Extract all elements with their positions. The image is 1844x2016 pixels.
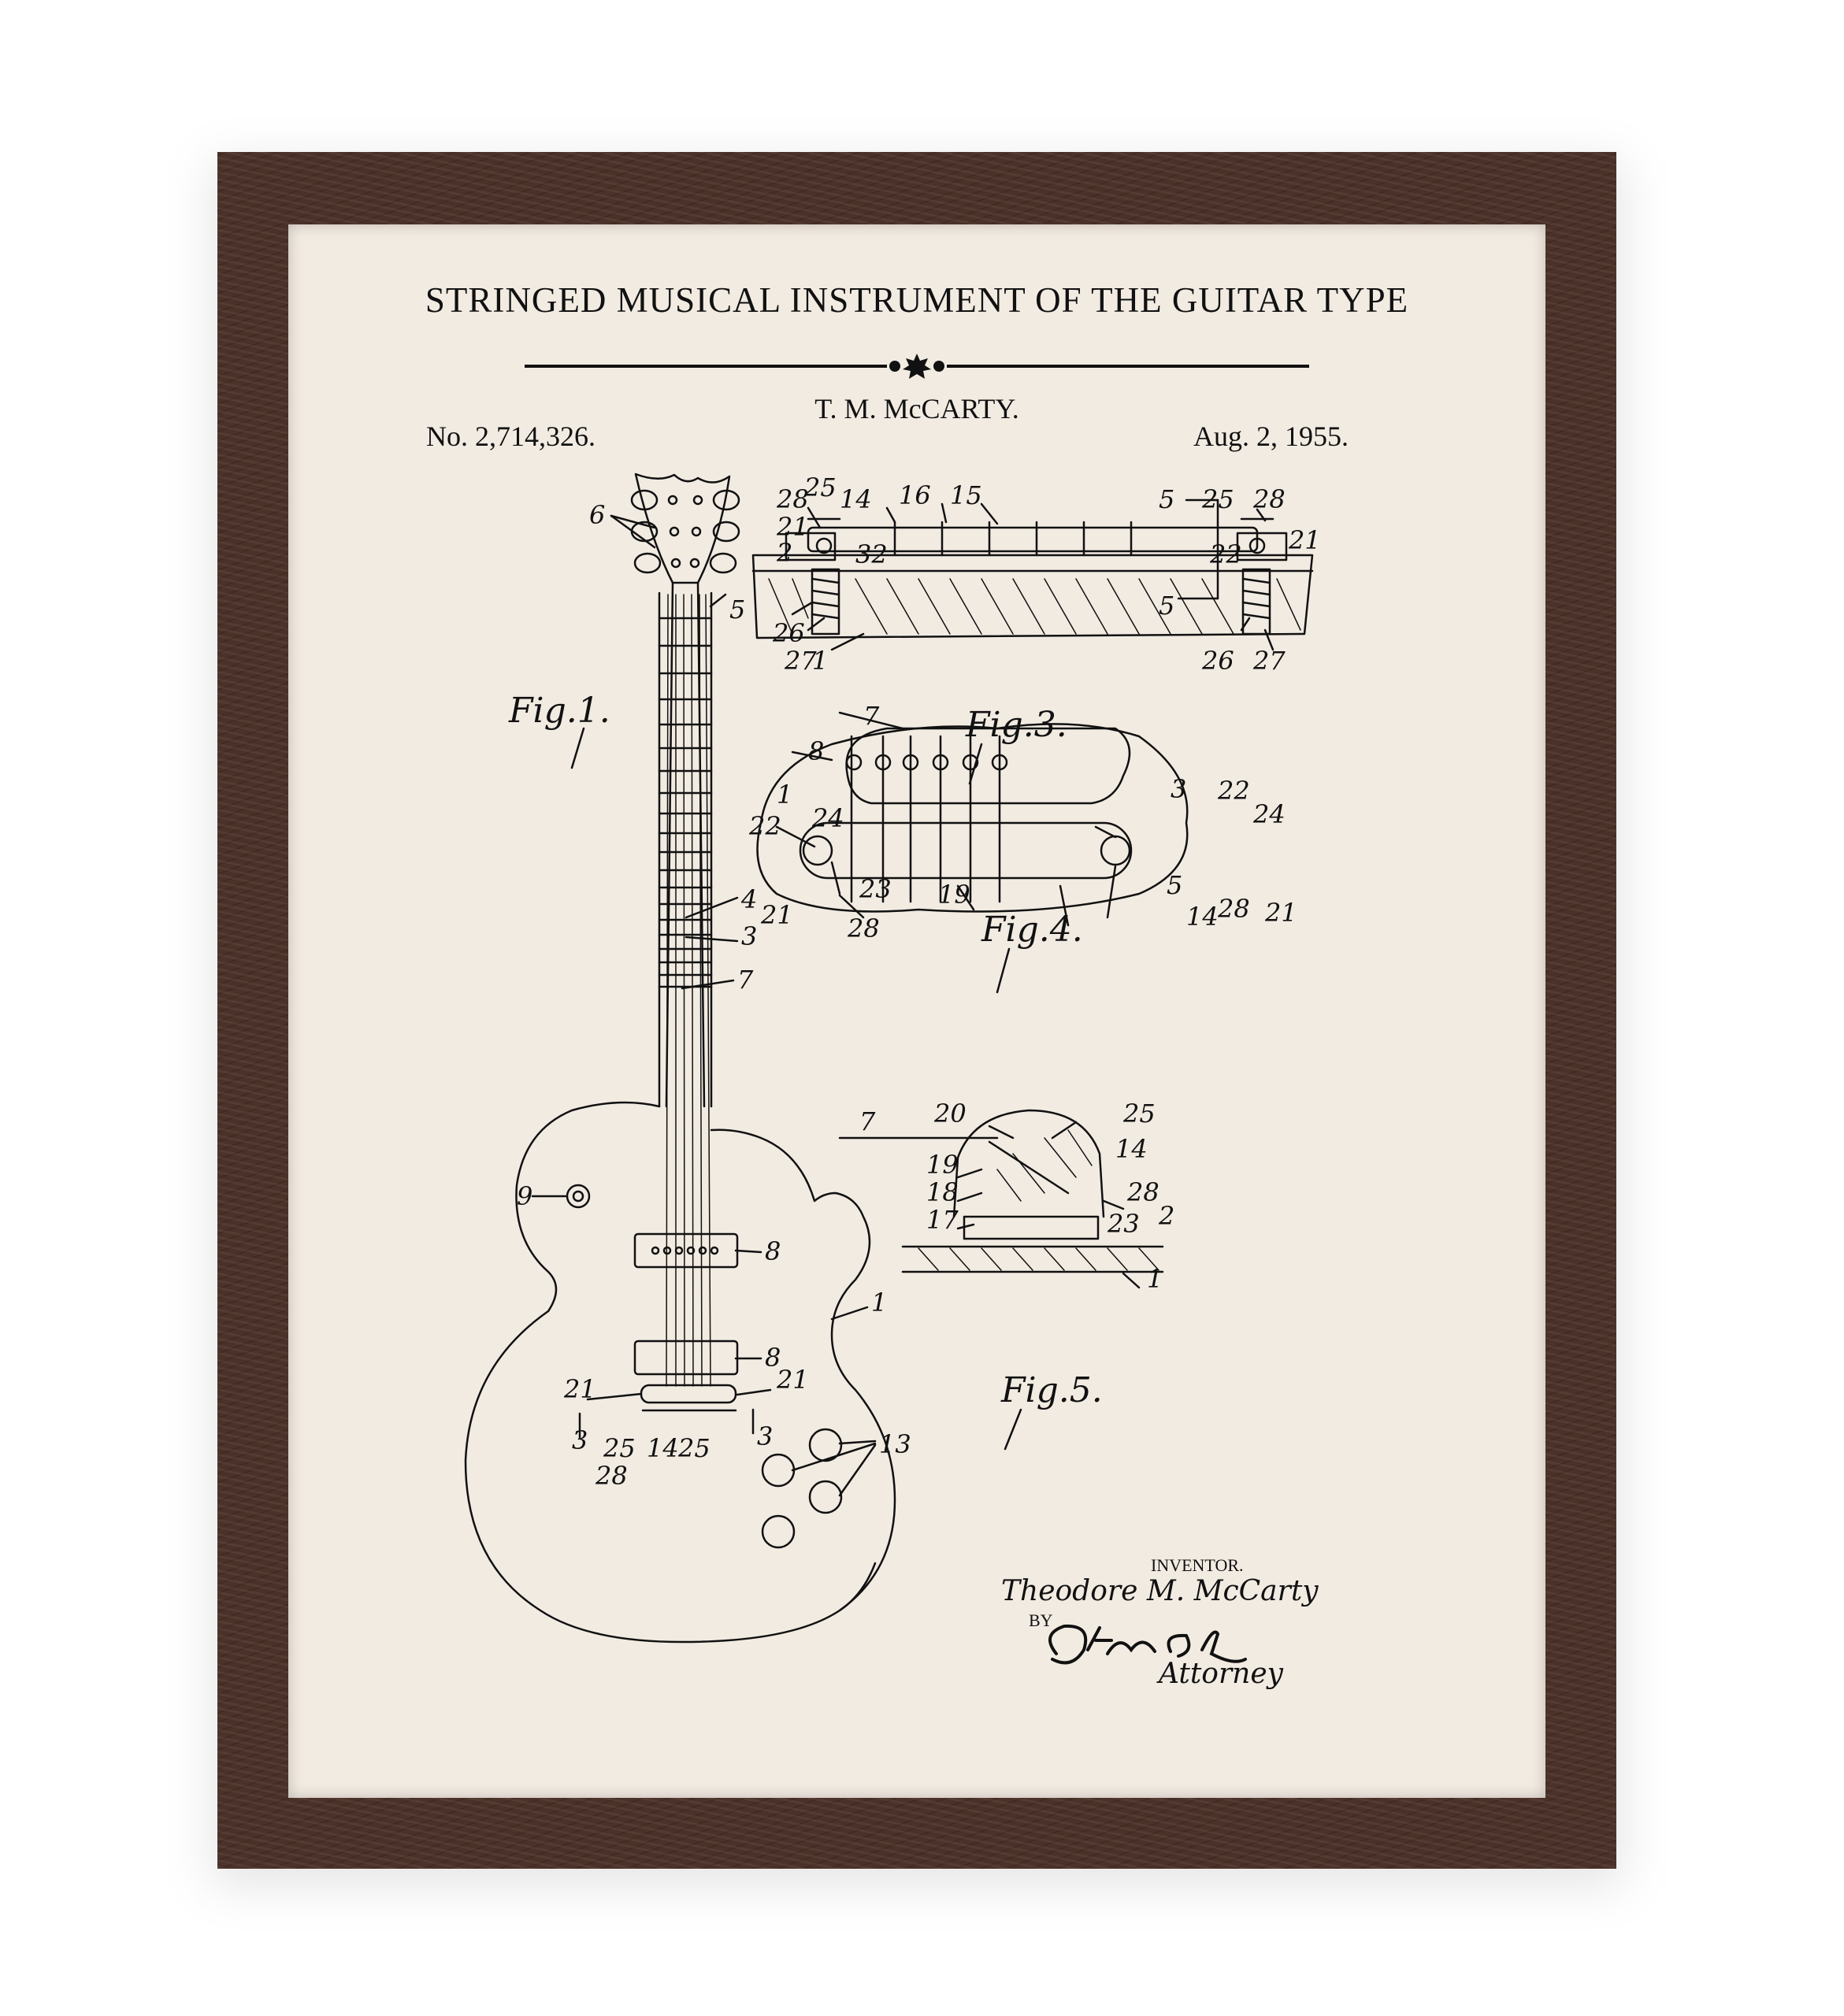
svg-text:28: 28 bbox=[595, 1461, 628, 1491]
svg-text:21: 21 bbox=[1264, 898, 1297, 928]
svg-text:19: 19 bbox=[938, 880, 970, 910]
svg-text:5: 5 bbox=[1167, 870, 1182, 900]
svg-text:23: 23 bbox=[859, 874, 892, 904]
svg-text:1: 1 bbox=[1147, 1264, 1163, 1294]
patent-drawing: Fig.1. Fig.3. Fig.4. Fig.5. 6 5 4 3 7 9 … bbox=[288, 224, 1545, 1798]
svg-text:21: 21 bbox=[563, 1374, 596, 1404]
svg-text:25: 25 bbox=[677, 1433, 711, 1463]
svg-text:19: 19 bbox=[926, 1150, 959, 1180]
svg-text:18: 18 bbox=[926, 1177, 959, 1207]
svg-text:14: 14 bbox=[647, 1433, 679, 1463]
svg-text:32: 32 bbox=[855, 539, 888, 569]
svg-text:14: 14 bbox=[1186, 902, 1219, 932]
svg-text:5: 5 bbox=[1159, 484, 1174, 514]
svg-text:21: 21 bbox=[760, 900, 793, 930]
svg-text:15: 15 bbox=[950, 480, 982, 510]
svg-text:23: 23 bbox=[1107, 1209, 1140, 1239]
fig5-label: Fig.5. bbox=[1000, 1370, 1103, 1410]
svg-text:17: 17 bbox=[926, 1205, 959, 1235]
svg-text:13: 13 bbox=[879, 1429, 911, 1459]
svg-text:26: 26 bbox=[1201, 646, 1234, 676]
svg-text:14: 14 bbox=[1115, 1134, 1148, 1164]
svg-text:28: 28 bbox=[847, 914, 880, 943]
svg-text:28: 28 bbox=[1252, 484, 1286, 514]
guitar-outline bbox=[466, 474, 895, 1642]
poster-mat: STRINGED MUSICAL INSTRUMENT OF THE GUITA… bbox=[288, 224, 1545, 1798]
svg-text:3: 3 bbox=[741, 921, 757, 951]
svg-text:9: 9 bbox=[517, 1181, 532, 1211]
attorney-caption: Attorney bbox=[1156, 1658, 1284, 1690]
svg-text:25: 25 bbox=[603, 1433, 636, 1463]
picture-frame: STRINGED MUSICAL INSTRUMENT OF THE GUITA… bbox=[217, 152, 1616, 1869]
svg-text:14: 14 bbox=[840, 484, 872, 514]
svg-text:16: 16 bbox=[899, 480, 931, 510]
inventor-signature-name: Theodore M. McCarty bbox=[1001, 1575, 1319, 1607]
svg-text:4: 4 bbox=[740, 884, 757, 914]
svg-text:1: 1 bbox=[777, 780, 792, 810]
svg-text:24: 24 bbox=[1252, 799, 1286, 829]
svg-text:7: 7 bbox=[737, 965, 754, 995]
svg-text:25: 25 bbox=[1201, 484, 1234, 514]
fig3-label: Fig.3. bbox=[965, 705, 1067, 745]
svg-text:3: 3 bbox=[1171, 774, 1186, 804]
svg-text:20: 20 bbox=[933, 1099, 967, 1128]
svg-text:2: 2 bbox=[776, 538, 792, 568]
fig1-label: Fig.1. bbox=[508, 691, 610, 731]
by-caption: BY bbox=[1029, 1610, 1053, 1630]
svg-text:25: 25 bbox=[1122, 1099, 1156, 1128]
svg-text:25: 25 bbox=[803, 472, 837, 502]
svg-text:27: 27 bbox=[1252, 646, 1286, 676]
svg-text:5: 5 bbox=[1159, 591, 1174, 621]
svg-text:24: 24 bbox=[811, 803, 844, 833]
svg-text:1: 1 bbox=[812, 646, 828, 676]
fig5-side-section bbox=[840, 1110, 1163, 1288]
svg-text:22: 22 bbox=[1209, 539, 1242, 569]
svg-text:28: 28 bbox=[1217, 894, 1250, 924]
svg-text:22: 22 bbox=[748, 811, 781, 841]
svg-text:22: 22 bbox=[1217, 776, 1250, 806]
svg-text:21: 21 bbox=[776, 1365, 809, 1395]
svg-text:5: 5 bbox=[729, 595, 745, 624]
svg-text:2: 2 bbox=[1158, 1201, 1174, 1231]
fig4-label: Fig.4. bbox=[981, 910, 1083, 950]
reference-numerals: 6 5 4 3 7 9 8 8 1 21 21 3 3 25 14 25 28 … bbox=[517, 472, 1321, 1491]
svg-text:1: 1 bbox=[871, 1288, 887, 1317]
svg-text:26: 26 bbox=[772, 618, 805, 648]
svg-text:21: 21 bbox=[1288, 525, 1321, 555]
svg-text:8: 8 bbox=[765, 1236, 781, 1266]
svg-text:8: 8 bbox=[808, 736, 824, 766]
svg-text:7: 7 bbox=[859, 1106, 876, 1136]
svg-text:3: 3 bbox=[757, 1421, 773, 1451]
svg-text:3: 3 bbox=[572, 1425, 588, 1455]
svg-text:7: 7 bbox=[863, 701, 880, 731]
inventor-caption: INVENTOR. bbox=[1151, 1555, 1244, 1575]
svg-text:6: 6 bbox=[589, 500, 605, 530]
svg-text:28: 28 bbox=[1126, 1177, 1159, 1207]
fig3-bridge-section bbox=[753, 500, 1312, 650]
